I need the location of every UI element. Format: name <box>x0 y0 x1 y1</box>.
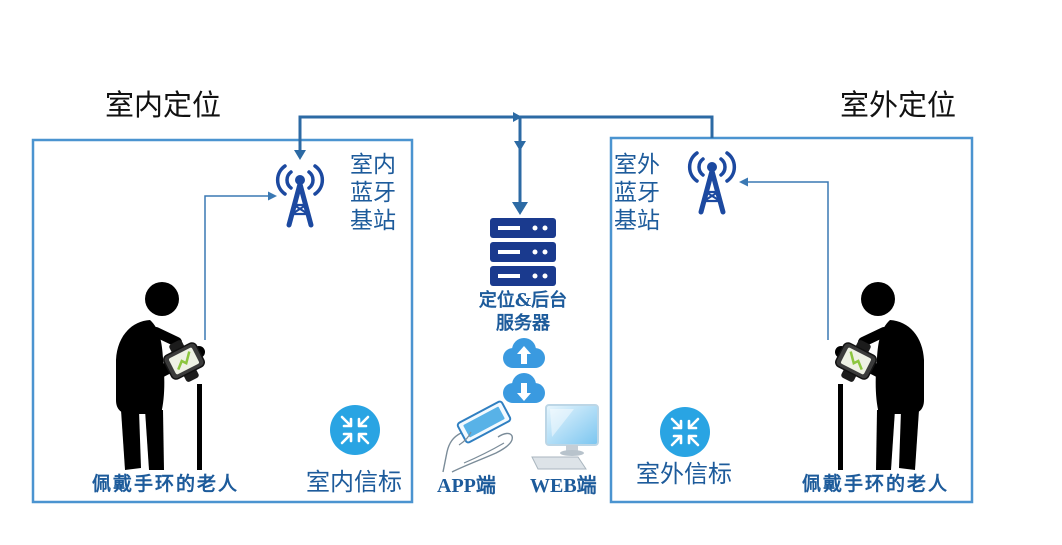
person-other-arm <box>151 327 182 347</box>
indoor-person-label: 佩戴手环的老人 <box>92 473 240 495</box>
beacon-disc <box>330 405 380 455</box>
smart-wristband-icon <box>835 340 877 382</box>
person-back-leg <box>899 410 919 470</box>
signal-wave-outer-left <box>275 164 287 196</box>
download-arrow <box>517 383 531 401</box>
server-label-line: 定位&后台 <box>478 290 568 311</box>
indoor-beacon-label: 室内信标 <box>306 468 402 496</box>
walking-cane <box>197 384 202 470</box>
server-unit-2-slot <box>498 250 520 254</box>
server-unit-1-led <box>542 225 548 231</box>
indoor-wristband-link-arrowhead <box>268 191 277 201</box>
wristband-screen-graphic <box>177 351 191 371</box>
person-head <box>145 282 179 316</box>
outdoor-zone-frame <box>609 136 974 504</box>
indoor-bluetooth-base-station-icon <box>275 164 325 228</box>
outdoor-elderly-person-icon <box>835 282 924 470</box>
phone-body <box>456 400 512 444</box>
walking-cane <box>838 384 843 470</box>
indoor-positioning-title: 室内定位 <box>105 88 222 122</box>
network-bus-line <box>298 115 714 156</box>
signal-wave-outer-left <box>687 151 699 183</box>
indoor-station-label-line: 室内 <box>350 152 396 178</box>
signal-wave-outer-right <box>725 151 737 183</box>
hand-holding-phone-icon <box>442 400 513 473</box>
monitor-base <box>560 450 584 456</box>
antenna-head <box>707 162 717 172</box>
outdoor-person-label: 佩戴手环的老人 <box>802 473 950 495</box>
desktop-computer-icon <box>531 404 599 470</box>
signal-wave-inner-right <box>719 157 727 177</box>
server-unit-2-led <box>542 249 548 255</box>
person-front-leg <box>876 410 895 470</box>
signal-wave-inner-right <box>307 170 315 190</box>
server-unit-3-led <box>542 273 548 279</box>
signal-wave-outer-right <box>313 164 325 196</box>
tower-bracing <box>290 203 310 216</box>
tower-bracing <box>702 190 722 203</box>
server-feed-mid-arrowhead <box>514 141 526 151</box>
upload-arrow <box>517 346 531 364</box>
server-rack-icon <box>490 218 556 286</box>
indoor-station-label-line: 蓝牙 <box>350 180 396 206</box>
server-unit-2 <box>490 242 556 262</box>
monitor-glare <box>550 409 574 437</box>
bus-direction-arrowhead <box>513 112 522 122</box>
keyboard <box>531 456 587 470</box>
outdoor-wristband-link-arrowhead <box>739 177 748 187</box>
antenna-head <box>295 175 305 185</box>
indoor-station-arrowhead <box>294 150 306 160</box>
person-head <box>861 282 895 316</box>
beacon-arrows <box>340 415 370 445</box>
hand-finger-line <box>463 442 505 464</box>
beacon-arrows <box>670 417 700 447</box>
signal-wave-inner-left <box>697 157 705 177</box>
signal-wave-inner-left <box>285 170 293 190</box>
indoor-station-label-line: 基站 <box>350 208 396 234</box>
outdoor-station-label-line: 室外 <box>614 152 660 178</box>
server-label: 定位&后台 服务器 <box>468 289 578 335</box>
outdoor-wristband-link-line <box>746 181 829 340</box>
indoor-beacon-icon <box>330 405 380 455</box>
indoor-wristband-link-line <box>204 195 270 340</box>
outdoor-bluetooth-base-station-icon <box>687 151 737 215</box>
outdoor-positioning-title: 室外定位 <box>840 88 957 122</box>
monitor-stand <box>566 445 578 452</box>
cloud-download-icon <box>503 373 545 403</box>
indoor-zone-frame <box>31 138 414 504</box>
smart-wristband-icon <box>163 340 205 382</box>
app-client-label: APP端 <box>437 475 496 497</box>
hand-fingers-outline <box>451 432 513 473</box>
indoor-elderly-person-icon <box>116 282 205 470</box>
web-client-label: WEB端 <box>530 475 597 497</box>
outdoor-beacon-label: 室外信标 <box>636 460 732 488</box>
beacon-disc <box>660 407 710 457</box>
server-unit-3-slot <box>498 274 520 278</box>
server-unit-3 <box>490 266 556 286</box>
outdoor-beacon-icon <box>660 407 710 457</box>
phone-screen <box>463 406 505 438</box>
server-unit-3-led <box>532 273 538 279</box>
server-unit-2-led <box>532 249 538 255</box>
person-front-leg <box>145 410 164 470</box>
person-back-leg <box>121 410 141 470</box>
server-unit-1-led <box>532 225 538 231</box>
server-feed-arrowhead <box>512 202 528 215</box>
indoor-station-label: 室内 蓝牙 基站 <box>350 151 396 235</box>
outdoor-station-label-line: 蓝牙 <box>614 180 660 206</box>
hand-thumb-outline <box>458 431 472 446</box>
server-unit-1 <box>490 218 556 238</box>
server-unit-1-slot <box>498 226 520 230</box>
outdoor-station-label-line: 基站 <box>614 208 660 234</box>
outdoor-station-label: 室外 蓝牙 基站 <box>614 151 660 235</box>
wristband-screen-graphic <box>849 351 863 371</box>
cloud-upload-icon <box>503 338 545 368</box>
server-label-line: 服务器 <box>496 313 550 334</box>
person-other-arm <box>858 327 889 347</box>
